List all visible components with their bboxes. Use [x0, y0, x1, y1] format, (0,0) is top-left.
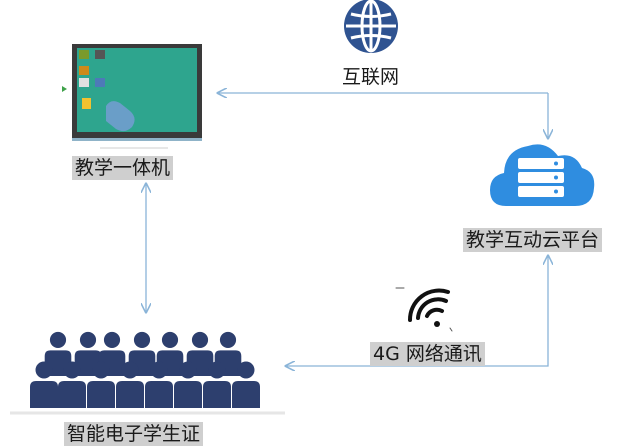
student-body [145, 381, 173, 408]
student-head [133, 331, 151, 348]
student-head [63, 361, 81, 379]
internet-label: 互联网 [342, 66, 400, 88]
student-head [219, 331, 237, 348]
student-body [58, 381, 86, 408]
student-head [92, 361, 110, 379]
student-head [35, 361, 53, 379]
student-head [103, 331, 121, 348]
student-head [191, 331, 209, 348]
student-body [116, 381, 144, 408]
student-head [161, 331, 179, 348]
cloud-platform-label: 教学互动云平台 [463, 228, 603, 252]
cloud-server-icon [490, 144, 595, 206]
globe-icon [344, 0, 398, 53]
student-body [174, 381, 202, 408]
connector-cloud-students [286, 256, 548, 366]
network-4g-label: 4G 网络通讯 [370, 342, 485, 366]
teaching-machine-label: 教学一体机 [72, 156, 174, 180]
student-cards-label: 智能电子学生证 [64, 422, 204, 446]
student-body [232, 381, 260, 408]
wifi-signal-icon [395, 287, 453, 332]
student-body [87, 381, 115, 408]
student-head [150, 361, 168, 379]
student-head [49, 331, 67, 348]
student-head [121, 361, 139, 379]
student-head [237, 361, 255, 379]
student-body [30, 381, 58, 408]
students-group-icon [30, 331, 260, 408]
student-body [203, 381, 231, 408]
student-head [79, 331, 97, 348]
smartboard-icon [62, 44, 202, 149]
student-head [208, 361, 226, 379]
student-head [179, 361, 197, 379]
